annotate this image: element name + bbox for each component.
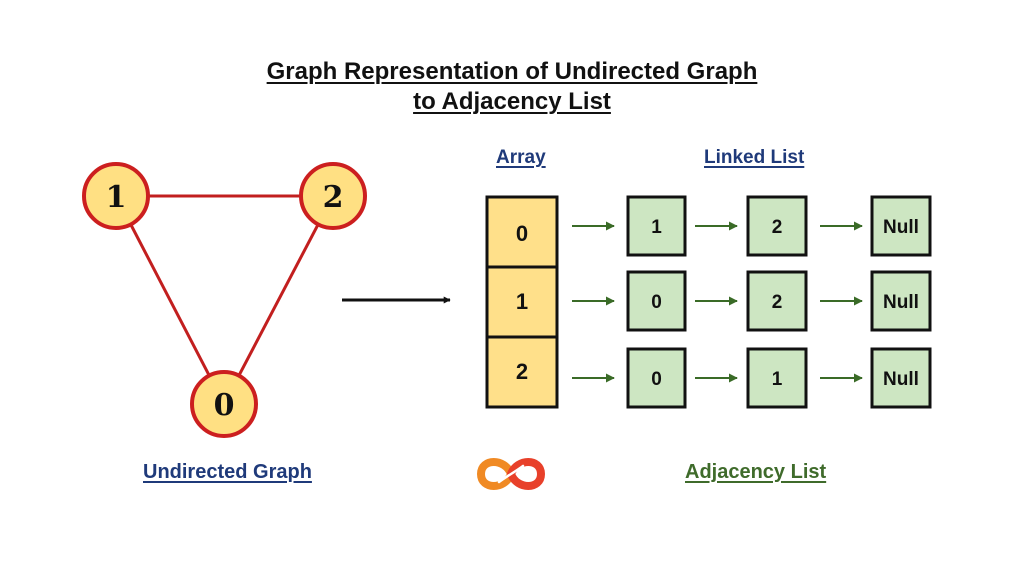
- list-node: 0: [651, 292, 662, 313]
- graph-node-0: 0: [190, 370, 258, 438]
- list-node: 0: [651, 369, 662, 390]
- graph-node-1: 1: [82, 162, 150, 230]
- graph-node-label: 1: [106, 180, 127, 215]
- list-row-0: 1 2 Null: [572, 195, 932, 257]
- array-column: 0 1 2: [485, 195, 559, 409]
- array-header: Array: [496, 147, 546, 168]
- linked-list-header: Linked List: [704, 147, 805, 168]
- list-node: 1: [772, 369, 783, 390]
- list-row-1: 0 2 Null: [572, 270, 932, 332]
- adjacency-list-caption: Adjacency List: [685, 461, 827, 483]
- list-node: 2: [772, 292, 783, 313]
- list-null-node: Null: [883, 369, 919, 390]
- infinity-logo-icon: [476, 458, 546, 490]
- graph-node-2: 2: [299, 162, 367, 230]
- list-null-node: Null: [883, 217, 919, 238]
- array-cell-2: 2: [516, 359, 528, 384]
- graph-edge-1-0: [114, 195, 226, 405]
- list-null-node: Null: [883, 292, 919, 313]
- array-cell-0: 0: [516, 221, 528, 246]
- graph-edge-2-0: [222, 195, 335, 405]
- graph-node-label: 0: [214, 388, 235, 423]
- list-node: 1: [651, 217, 662, 238]
- array-cell-1: 1: [516, 289, 528, 314]
- list-node: 2: [772, 217, 783, 238]
- list-row-2: 0 1 Null: [572, 347, 932, 409]
- page-title-line-2: to Adjacency List: [413, 88, 611, 115]
- undirected-graph-caption: Undirected Graph: [143, 461, 312, 483]
- page-title-line-1: Graph Representation of Undirected Graph: [266, 58, 758, 85]
- graph-node-label: 2: [323, 180, 344, 215]
